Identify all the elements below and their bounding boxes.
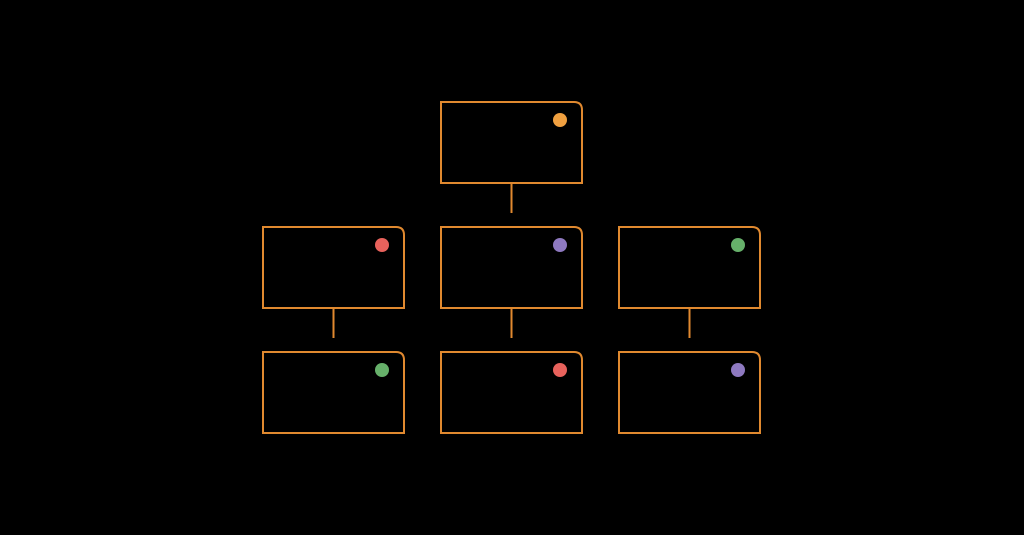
- node-box: [440, 101, 583, 184]
- node-box: [618, 351, 761, 434]
- status-dot-red: [553, 363, 567, 377]
- node-box: [618, 226, 761, 309]
- status-dot-red: [375, 238, 389, 252]
- status-dot-green: [731, 238, 745, 252]
- node-box: [440, 351, 583, 434]
- connector-layer: [332, 183, 691, 338]
- node-left: [262, 226, 405, 309]
- status-dot-green: [375, 363, 389, 377]
- node-center: [440, 226, 583, 309]
- status-dot-purple: [731, 363, 745, 377]
- node-layer: [262, 101, 761, 434]
- node-root: [440, 101, 583, 184]
- node-right-child: [618, 351, 761, 434]
- status-dot-purple: [553, 238, 567, 252]
- node-box: [262, 351, 405, 434]
- node-center-child: [440, 351, 583, 434]
- node-right: [618, 226, 761, 309]
- status-dot-orange: [553, 113, 567, 127]
- node-box: [262, 226, 405, 309]
- node-left-child: [262, 351, 405, 434]
- node-box: [440, 226, 583, 309]
